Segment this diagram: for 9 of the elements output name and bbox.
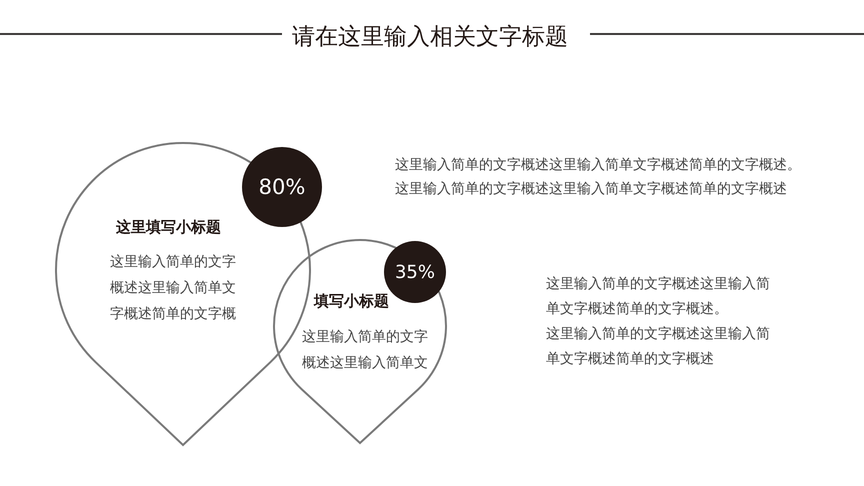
description-text: 这里输入简单的文字概述这里输入简单文字概述简单的文字概述。 [546,275,771,319]
subtitle-heading: 这里填写小标题 [116,217,221,237]
description-text: 这里输入简单的文字概述这里输入简单文字概述简单的文字概述 [395,180,787,199]
description-text: 这里输入简单的文字概述这里输入简单文字概述简单的文字概述。 [395,156,801,175]
percent-circle: 80% [242,147,322,227]
body-text: 这里输入简单的文字概述这里输入简单文 [302,328,429,373]
body-text: 这里输入简单的文字概述这里输入简单文字概述简单的文字概 [110,253,237,324]
title-text: 请在这里输入相关文字标题 [292,23,568,52]
description-text: 这里输入简单的文字概述这里输入简单文字概述简单的文字概述 [546,325,771,369]
